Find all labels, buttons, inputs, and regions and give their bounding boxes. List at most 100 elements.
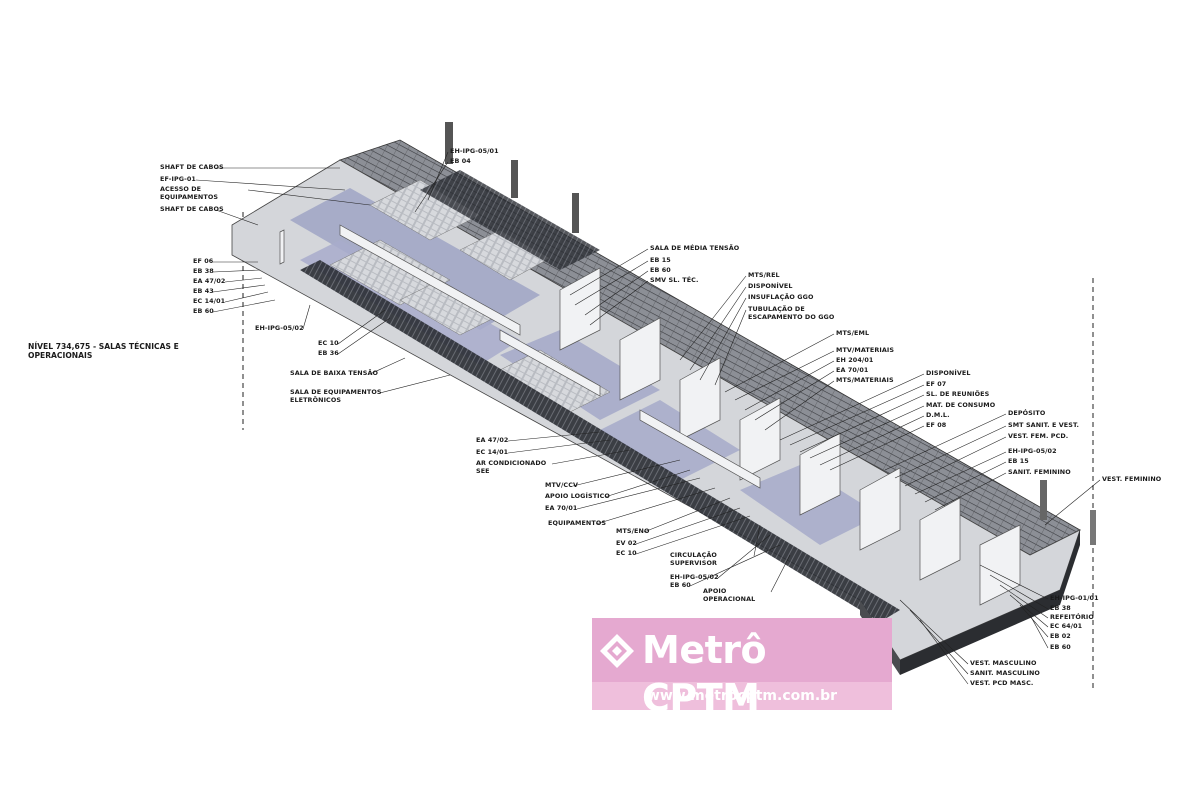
leader-line: [809, 405, 925, 459]
metro-logo-icon: [600, 634, 634, 668]
leader-line: [1029, 614, 1049, 649]
room-label: EB 60: [650, 266, 671, 274]
leader-line: [989, 574, 1049, 610]
leader-line: [904, 436, 1007, 487]
leader-line: [799, 394, 925, 453]
leader-line: [754, 370, 835, 421]
room-label: DEPÓSITO: [1008, 409, 1046, 417]
room-label: EB 15: [1008, 457, 1029, 465]
room-label: MTS/REL: [748, 271, 780, 279]
leader-line: [764, 380, 835, 431]
leader-line: [427, 151, 449, 201]
leader-line: [551, 449, 631, 465]
watermark: Metrô CPTM www.metrocptm.com.br: [592, 618, 892, 720]
room-label: D.M.L.: [926, 411, 950, 419]
leader-line: [337, 309, 386, 345]
room-label: EV 02: [616, 539, 637, 547]
leader-line: [635, 507, 741, 545]
rear-glazing: [420, 170, 600, 270]
watermark-title: Metrô CPTM: [642, 628, 767, 720]
room-label: EB 60: [670, 581, 691, 589]
room-label: EC 14/01: [193, 297, 226, 305]
room-label: EQUIPAMENTOS: [548, 519, 607, 527]
leader-line: [369, 357, 406, 375]
room-label: EF 08: [926, 421, 947, 429]
room-label: EC 14/01: [476, 448, 509, 456]
leader-line: [379, 374, 451, 394]
room-label: DISPONÍVEL: [748, 282, 793, 290]
room-label: EA 47/02: [193, 277, 226, 285]
leader-line: [507, 431, 601, 442]
room-label: SALA DE BAIXA TENSÃO: [290, 369, 379, 377]
room-label: EB 04: [450, 157, 471, 165]
room-label: SANIT. FEMININO: [1008, 468, 1071, 476]
leader-line: [924, 461, 1007, 503]
leader-line: [724, 333, 835, 393]
leader-line: [569, 248, 649, 296]
room-label: SALA DE MÉDIA TENSÃO: [650, 244, 740, 252]
leader-line: [247, 189, 371, 206]
room-label: EH-IPG-01/01: [1050, 594, 1099, 602]
leader-line: [909, 609, 969, 675]
leader-line: [699, 297, 747, 381]
leader-line: [979, 564, 1049, 600]
leader-line: [576, 477, 701, 510]
room-label: MTV/CCV: [545, 481, 579, 489]
room-label: EB 38: [193, 267, 214, 275]
partition-walls: [279, 224, 1021, 606]
shaft-1: [445, 122, 453, 164]
leader-line: [779, 373, 925, 441]
leader-line: [714, 309, 747, 386]
leader-line: [899, 599, 969, 665]
leader-line: [819, 415, 925, 466]
leader-lines: [195, 151, 1101, 685]
room-label: EH-IPG-05/01: [450, 147, 499, 155]
room-label: AR CONDICIONADO SEE: [476, 459, 547, 475]
leader-line: [224, 277, 263, 283]
room-label: EA 70/01: [545, 504, 578, 512]
end-facade: [900, 530, 1080, 675]
room-label: SMT SANIT. E VEST.: [1008, 421, 1079, 429]
leader-line: [337, 317, 391, 355]
room-label: ACESSO DE EQUIPAMENTOS: [160, 185, 219, 201]
room-label: EB 38: [1050, 604, 1071, 612]
leader-line: [589, 280, 649, 326]
room-label: APOIO OPERACIONAL: [703, 587, 756, 603]
room-label: EH 204/01: [836, 356, 874, 364]
leader-line: [734, 350, 835, 401]
room-label: EB 60: [193, 307, 214, 315]
room-label: EF-IPG-01: [160, 175, 196, 183]
leader-line: [934, 472, 1007, 511]
leader-line: [1044, 479, 1101, 526]
watermark-url: www.metrocptm.com.br: [646, 688, 838, 704]
leader-line: [914, 451, 1007, 495]
leader-line: [215, 209, 259, 226]
shaft-2: [511, 160, 518, 198]
room-label: MTS/ENO: [616, 527, 650, 535]
shaft-5: [1090, 510, 1096, 545]
leader-line: [643, 497, 731, 533]
leader-line: [999, 584, 1049, 619]
shaft-4: [1040, 480, 1047, 520]
leader-line: [829, 425, 925, 471]
room-label: EB 60: [1050, 643, 1071, 651]
leader-line: [1009, 594, 1049, 628]
level-title: NÍVEL 734,675 - SALAS TÉCNICAS E OPERACI…: [28, 342, 179, 360]
leader-line: [574, 260, 649, 306]
room-label: MTS/EML: [836, 329, 870, 337]
room-label: SHAFT DE CABOS: [160, 205, 224, 213]
room-label: EB 43: [193, 287, 214, 295]
room-label: EC 10: [616, 549, 637, 557]
leader-line: [212, 269, 261, 273]
watermark-bottom-band: [592, 682, 892, 710]
leader-line: [884, 413, 1007, 471]
room-label: EH-IPG-05/02: [1008, 447, 1057, 455]
room-label: MAT. DE CONSUMO: [926, 401, 996, 409]
leader-line: [572, 459, 681, 487]
leader-line: [635, 515, 751, 555]
room-label: EH-IPG-05/02: [255, 324, 304, 332]
room-label: TUBULAÇÃO DE ESCAPAMENTO DO GGO: [748, 305, 835, 321]
leader-line: [507, 439, 611, 454]
floor-zone-1: [290, 188, 540, 330]
